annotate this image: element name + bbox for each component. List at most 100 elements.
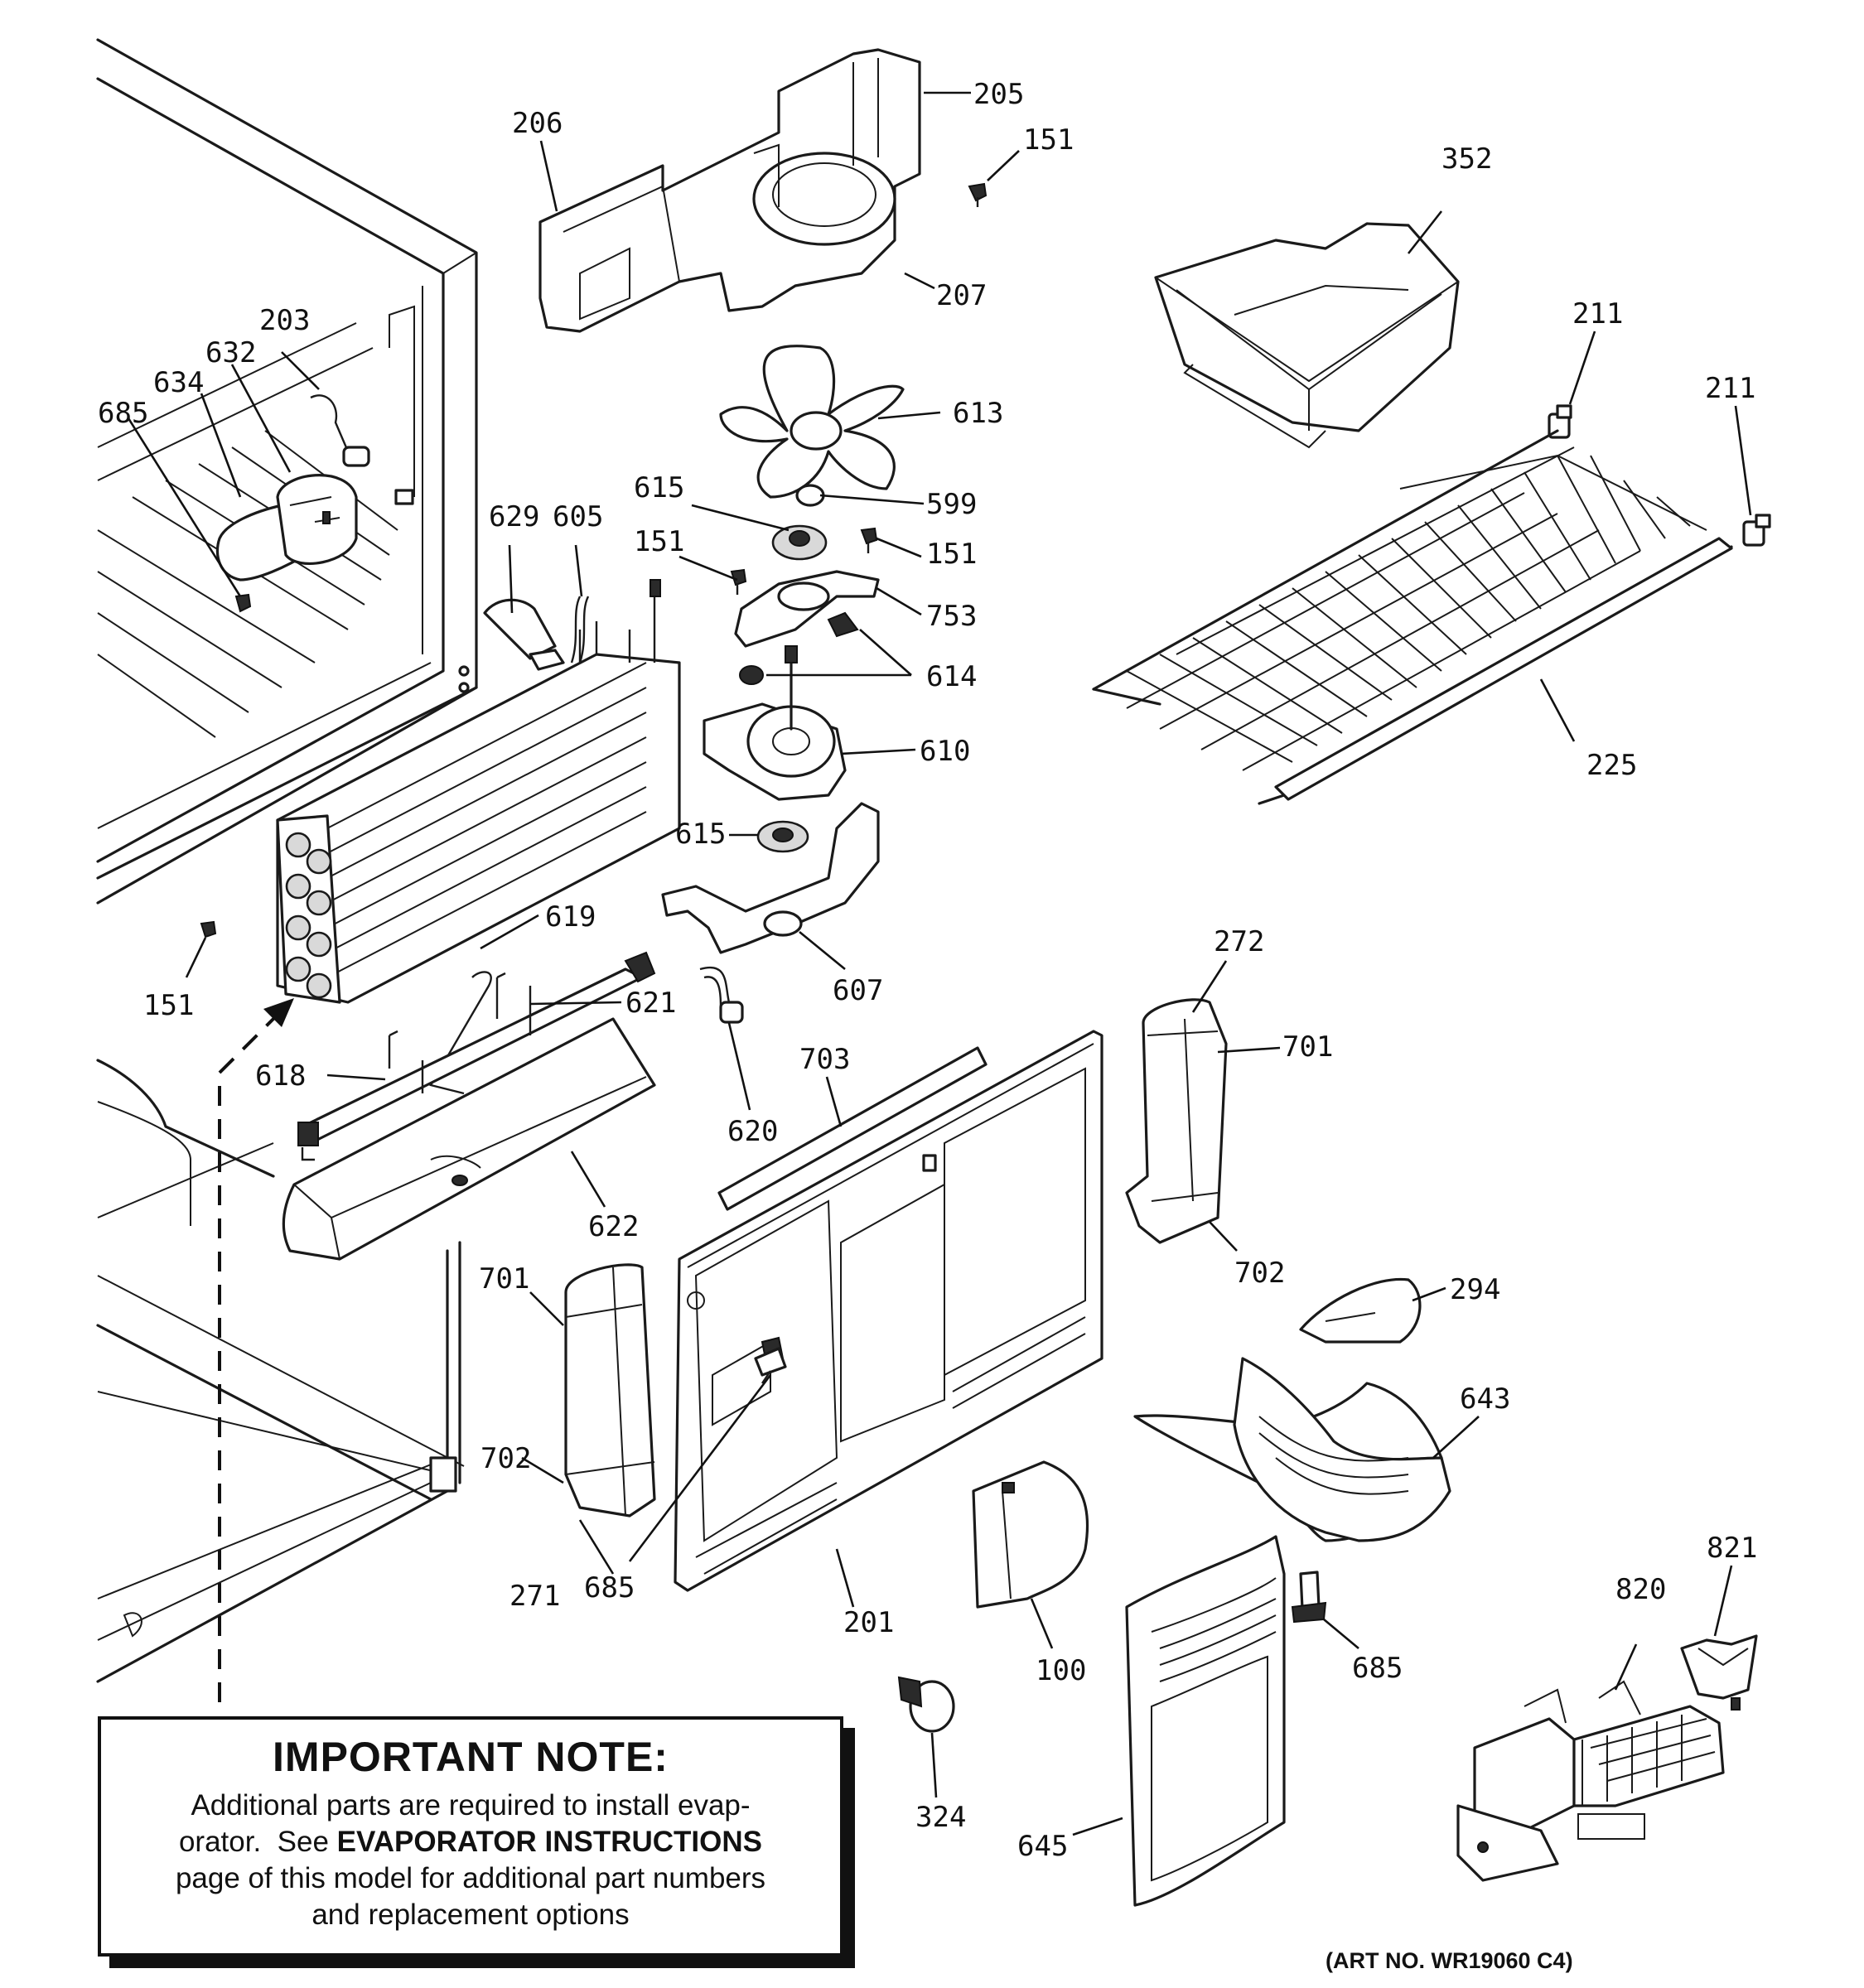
note-line-3: page of this model for additional part n…	[175, 1862, 766, 1894]
callout-613: 613	[953, 397, 1003, 430]
callout-151: 151	[143, 989, 194, 1022]
callout-685: 685	[98, 397, 148, 430]
callout-207: 207	[936, 279, 987, 312]
fan-blade	[719, 345, 905, 499]
screw-151-top	[968, 182, 988, 207]
callout-201: 201	[843, 1606, 894, 1639]
screw-685-right	[1291, 1571, 1327, 1624]
screw-151-right	[860, 527, 878, 553]
screw-151-left	[730, 568, 747, 595]
motor-bracket-753	[734, 570, 880, 648]
defrost-heater	[297, 951, 656, 1161]
thermostat-620	[699, 966, 744, 1024]
callout-701: 701	[479, 1262, 529, 1296]
callout-203: 203	[259, 304, 310, 337]
callout-821: 821	[1707, 1532, 1757, 1565]
callout-615: 615	[634, 471, 684, 504]
dispenser-housing-643	[1133, 1357, 1451, 1542]
leader-lines	[127, 91, 1752, 1836]
dispenser-cover-645	[1125, 1535, 1286, 1907]
note-line-2-text: orator. See	[178, 1826, 337, 1858]
callout-619: 619	[545, 900, 596, 934]
important-note-box: IMPORTANT NOTE: Additional parts are req…	[98, 1716, 843, 1957]
note-line-2: orator. See EVAPORATOR INSTRUCTIONS	[101, 1824, 840, 1860]
callout-151: 151	[926, 538, 977, 571]
callout-225: 225	[1586, 749, 1637, 782]
callout-702: 702	[480, 1442, 531, 1475]
tube-605	[529, 596, 590, 671]
art-number: (ART NO. WR19060 C4)	[1326, 1948, 1573, 1973]
heater-clip-619	[429, 971, 492, 1095]
evaporator-instructions-text: EVAPORATOR INSTRUCTIONS	[336, 1826, 763, 1858]
callout-614: 614	[926, 660, 977, 693]
ice-maker-bracket-821	[1680, 1634, 1758, 1711]
callout-605: 605	[553, 500, 603, 533]
callout-702: 702	[1234, 1257, 1285, 1290]
callout-621: 621	[625, 987, 676, 1020]
fan-nut-599	[795, 484, 825, 507]
chute-flap-294	[1299, 1277, 1422, 1344]
callout-151: 151	[1023, 123, 1074, 157]
callout-629: 629	[489, 500, 539, 533]
note-line-1: Additional parts are required to install…	[191, 1789, 751, 1822]
air-duct-272	[1125, 998, 1228, 1244]
evaporator-install-arrow	[218, 998, 294, 1702]
air-duct-271	[564, 1263, 656, 1518]
temperature-control-housing	[215, 394, 370, 613]
callout-615: 615	[675, 818, 726, 851]
grommet-615-lower	[756, 820, 809, 853]
evaporator-cover	[674, 1030, 1103, 1592]
grommet-615-top	[771, 524, 828, 561]
fan-shroud-assembly	[538, 48, 921, 333]
ice-maker-820	[1456, 1680, 1725, 1882]
callout-211: 211	[1705, 372, 1755, 405]
callout-703: 703	[799, 1043, 850, 1076]
note-title: IMPORTANT NOTE:	[273, 1734, 669, 1780]
callout-685: 685	[584, 1571, 635, 1604]
note-line-4: and replacement options	[311, 1899, 630, 1931]
screw-685-cover	[754, 1347, 787, 1384]
callout-205: 205	[973, 78, 1024, 111]
seal-strip-703	[717, 1046, 988, 1211]
evaporator-coil	[276, 579, 681, 1004]
screw-151-cabinet	[200, 920, 217, 939]
drain-trough	[282, 1017, 656, 1261]
callout-622: 622	[588, 1210, 639, 1243]
callout-151: 151	[634, 525, 684, 558]
ice-chute-100	[972, 1460, 1089, 1609]
callout-610: 610	[920, 735, 970, 768]
callout-labels: 205 206 151 207 352 211 211 203 632 634 …	[98, 78, 1757, 1863]
callout-645: 645	[1017, 1830, 1068, 1863]
fan-motor	[703, 645, 847, 801]
callout-620: 620	[727, 1115, 778, 1148]
callout-272: 272	[1214, 925, 1264, 958]
shelf-end-cap-211-b	[1742, 514, 1771, 547]
callout-618: 618	[255, 1059, 306, 1093]
grommet-614-b	[739, 665, 764, 685]
callout-632: 632	[205, 336, 256, 369]
callout-294: 294	[1450, 1273, 1500, 1306]
callout-599: 599	[926, 488, 977, 521]
callout-206: 206	[512, 107, 563, 140]
motor-bracket-607	[661, 802, 880, 954]
callout-701: 701	[1282, 1030, 1333, 1064]
freezer-cabinet	[96, 38, 478, 1683]
callout-324: 324	[915, 1801, 966, 1834]
ice-bucket	[1154, 222, 1460, 449]
callout-100: 100	[1036, 1654, 1086, 1687]
callout-211: 211	[1572, 297, 1623, 331]
note-body: Additional parts are required to install…	[101, 1788, 840, 1933]
dispenser-button-324	[897, 1676, 955, 1733]
grommet-614-a	[827, 611, 859, 638]
callout-271: 271	[509, 1580, 560, 1613]
wire-shelf	[1092, 429, 1733, 805]
callout-607: 607	[833, 974, 883, 1007]
callout-352: 352	[1441, 142, 1492, 176]
callout-634: 634	[153, 366, 204, 399]
callout-820: 820	[1615, 1573, 1666, 1606]
callout-643: 643	[1460, 1382, 1510, 1416]
callout-753: 753	[926, 600, 977, 633]
callout-685: 685	[1352, 1652, 1403, 1685]
tube-629	[483, 598, 557, 660]
